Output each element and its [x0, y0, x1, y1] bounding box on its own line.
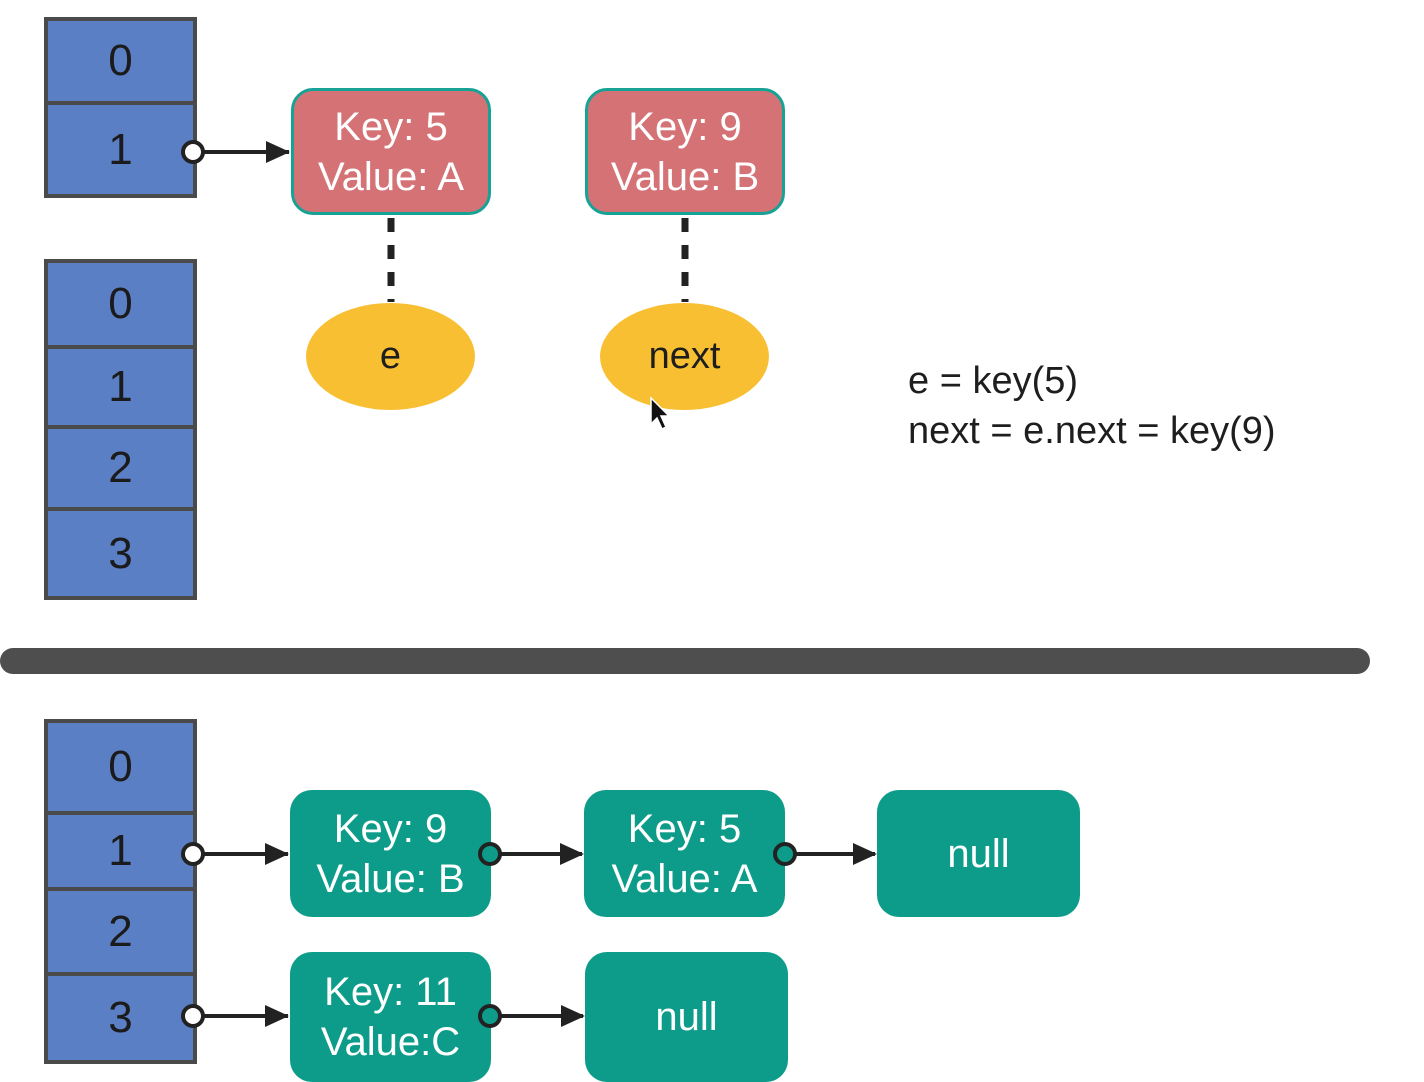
- null-label: null: [655, 995, 718, 1039]
- bucket-cell: 3: [48, 976, 193, 1060]
- arrow-key11-to-null: [478, 1004, 585, 1028]
- arrow-key5-to-null: [773, 842, 877, 866]
- null-node: null: [585, 952, 788, 1082]
- bucket-cell: 1: [48, 105, 193, 194]
- bucket-cell: 1: [48, 349, 193, 429]
- mouse-cursor-icon: [650, 396, 671, 431]
- node-value: Value: A: [611, 856, 758, 901]
- bucket-cell: 1: [48, 815, 193, 891]
- node-key: Key: 9: [628, 104, 742, 149]
- new-bucket-array-bottom: 0 1 2 3: [44, 719, 197, 1064]
- null-node: null: [877, 790, 1080, 917]
- old-bucket-array: 0 1: [44, 17, 197, 198]
- bucket-cell: 2: [48, 891, 193, 976]
- bucket-cell: 2: [48, 429, 193, 511]
- node-key9-value-b: Key: 9 Value: B: [290, 790, 491, 917]
- equation-next: next = e.next = key(9): [908, 410, 1276, 452]
- pointer-e: e: [306, 303, 475, 410]
- node-key5-value-a: Key: 5 Value: A: [291, 88, 491, 215]
- node-key9-value-b: Key: 9 Value: B: [585, 88, 785, 215]
- bucket-cell: 0: [48, 723, 193, 815]
- pointer-e-label: e: [379, 335, 402, 377]
- bucket-cell: 0: [48, 21, 193, 105]
- section-divider: [0, 648, 1370, 674]
- node-value: Value: B: [316, 856, 465, 901]
- node-value: Value: A: [317, 154, 465, 199]
- node-key: Key: 5: [627, 806, 742, 851]
- bucket-cell: 0: [48, 263, 193, 349]
- pointer-next-label: next: [648, 335, 721, 377]
- bucket-cell: 3: [48, 511, 193, 596]
- equation-e: e = key(5): [908, 360, 1079, 402]
- node-value: Value: B: [610, 154, 760, 199]
- node-key5-value-a: Key: 5 Value: A: [584, 790, 785, 917]
- arrow-bucket3-to-key11: [181, 1004, 289, 1028]
- arrow-key9-to-key5: [478, 842, 584, 866]
- node-key11-value-c: Key: 11 Value:C: [290, 952, 491, 1082]
- pointer-next: next: [600, 303, 769, 410]
- arrow-bucket1-to-key5: [181, 140, 290, 164]
- arrow-bucket1-to-key9: [181, 842, 289, 866]
- node-key: Key: 9: [333, 806, 448, 851]
- null-label: null: [947, 831, 1010, 876]
- node-value: Value:C: [320, 1020, 461, 1064]
- node-key: Key: 11: [324, 970, 457, 1014]
- new-bucket-array-top: 0 1 2 3: [44, 259, 197, 600]
- node-key: Key: 5: [334, 104, 448, 149]
